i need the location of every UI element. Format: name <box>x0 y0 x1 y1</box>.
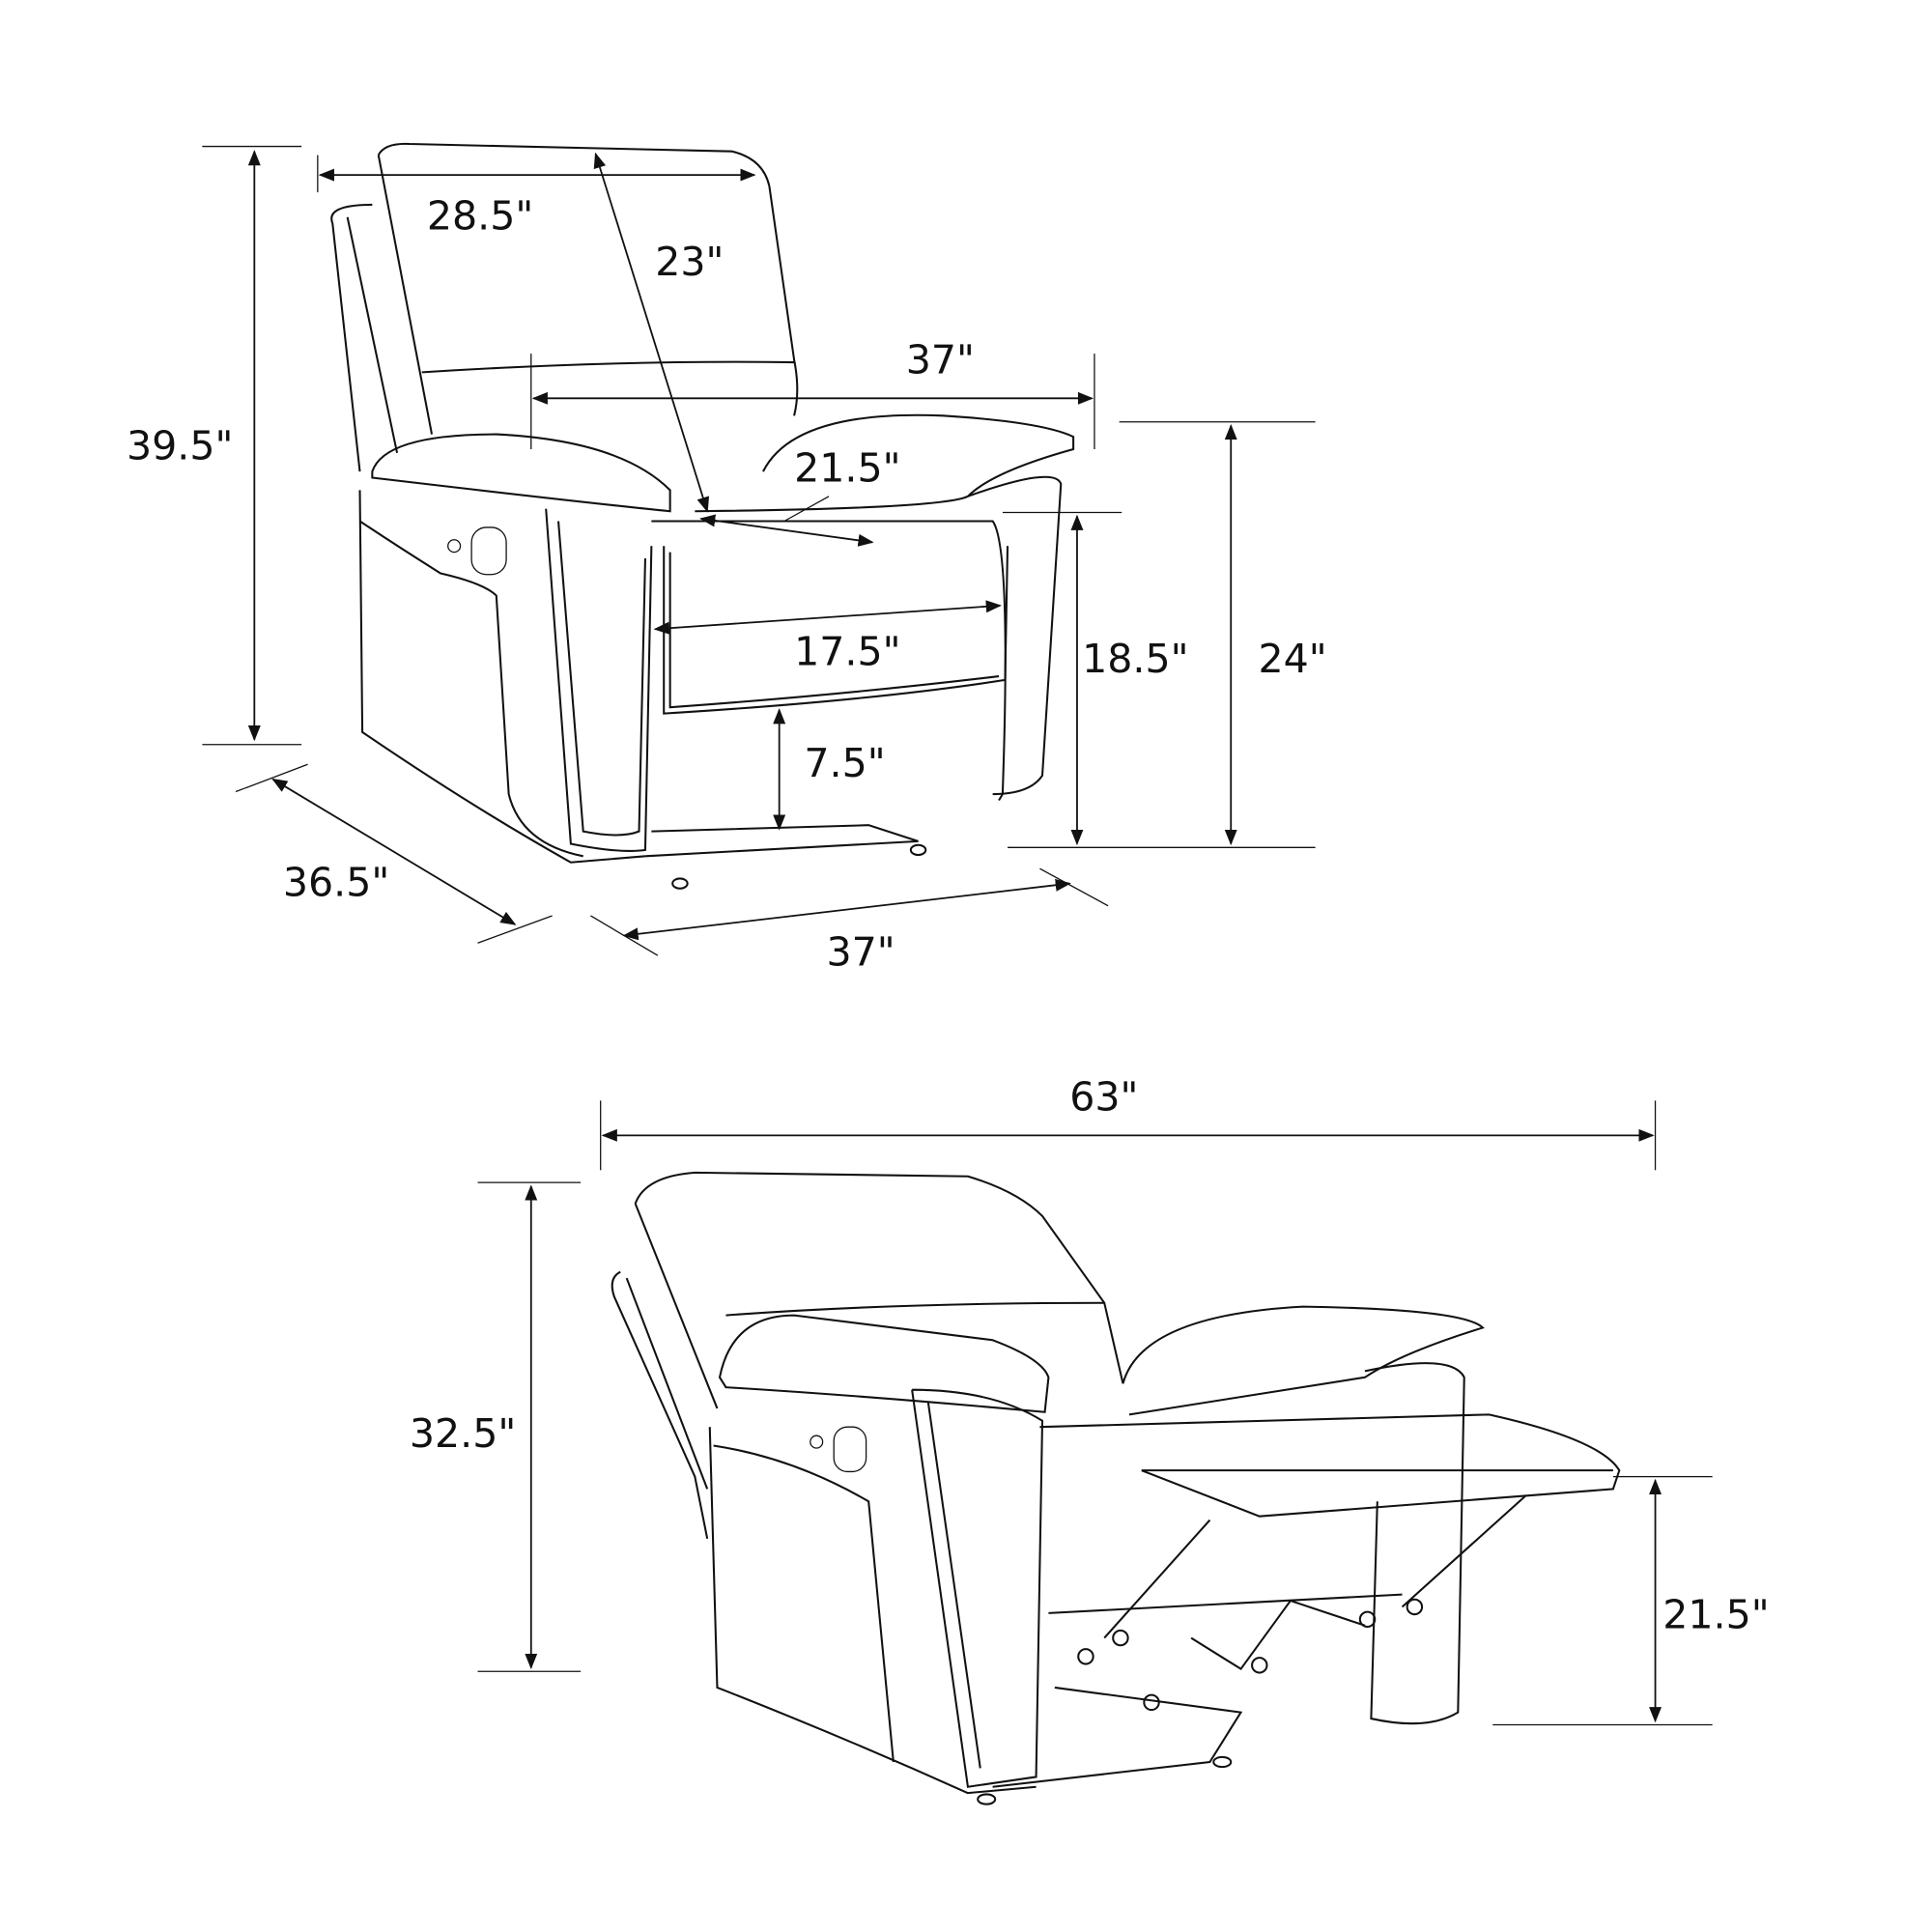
seat-depth-label: 21.5" <box>794 444 900 491</box>
seat-height-label: 18.5" <box>1082 636 1188 682</box>
overall-depth-label: 36.5" <box>283 859 389 905</box>
reclined-length-label: 63" <box>1069 1074 1138 1121</box>
power-button-icon <box>833 1426 867 1473</box>
footrest-height-label: 21.5" <box>1662 1591 1769 1637</box>
back-width-label: 28.5" <box>427 193 533 240</box>
seat-width-label: 17.5" <box>794 629 900 675</box>
footrest-clearance-label: 7.5" <box>804 740 885 786</box>
reclined-chair-drawing <box>611 1171 1621 1805</box>
reclined-dimensions: 63" 32.5" 21.5" <box>410 1074 1770 1726</box>
back-height-label: 23" <box>655 239 724 285</box>
arm-to-arm-width-label: 37" <box>906 337 975 384</box>
power-button-icon <box>470 526 507 576</box>
overall-height-label: 39.5" <box>127 422 233 469</box>
usb-port-icon <box>447 539 462 554</box>
usb-port-icon <box>810 1435 824 1449</box>
overall-width-label: 37" <box>826 928 895 975</box>
reclined-height-label: 32.5" <box>410 1410 516 1457</box>
upright-dimensions: 39.5" 28.5" 23" 37" 21.5" 17.5" 18.5" 24… <box>127 145 1327 975</box>
arm-height-label: 24" <box>1259 636 1327 682</box>
